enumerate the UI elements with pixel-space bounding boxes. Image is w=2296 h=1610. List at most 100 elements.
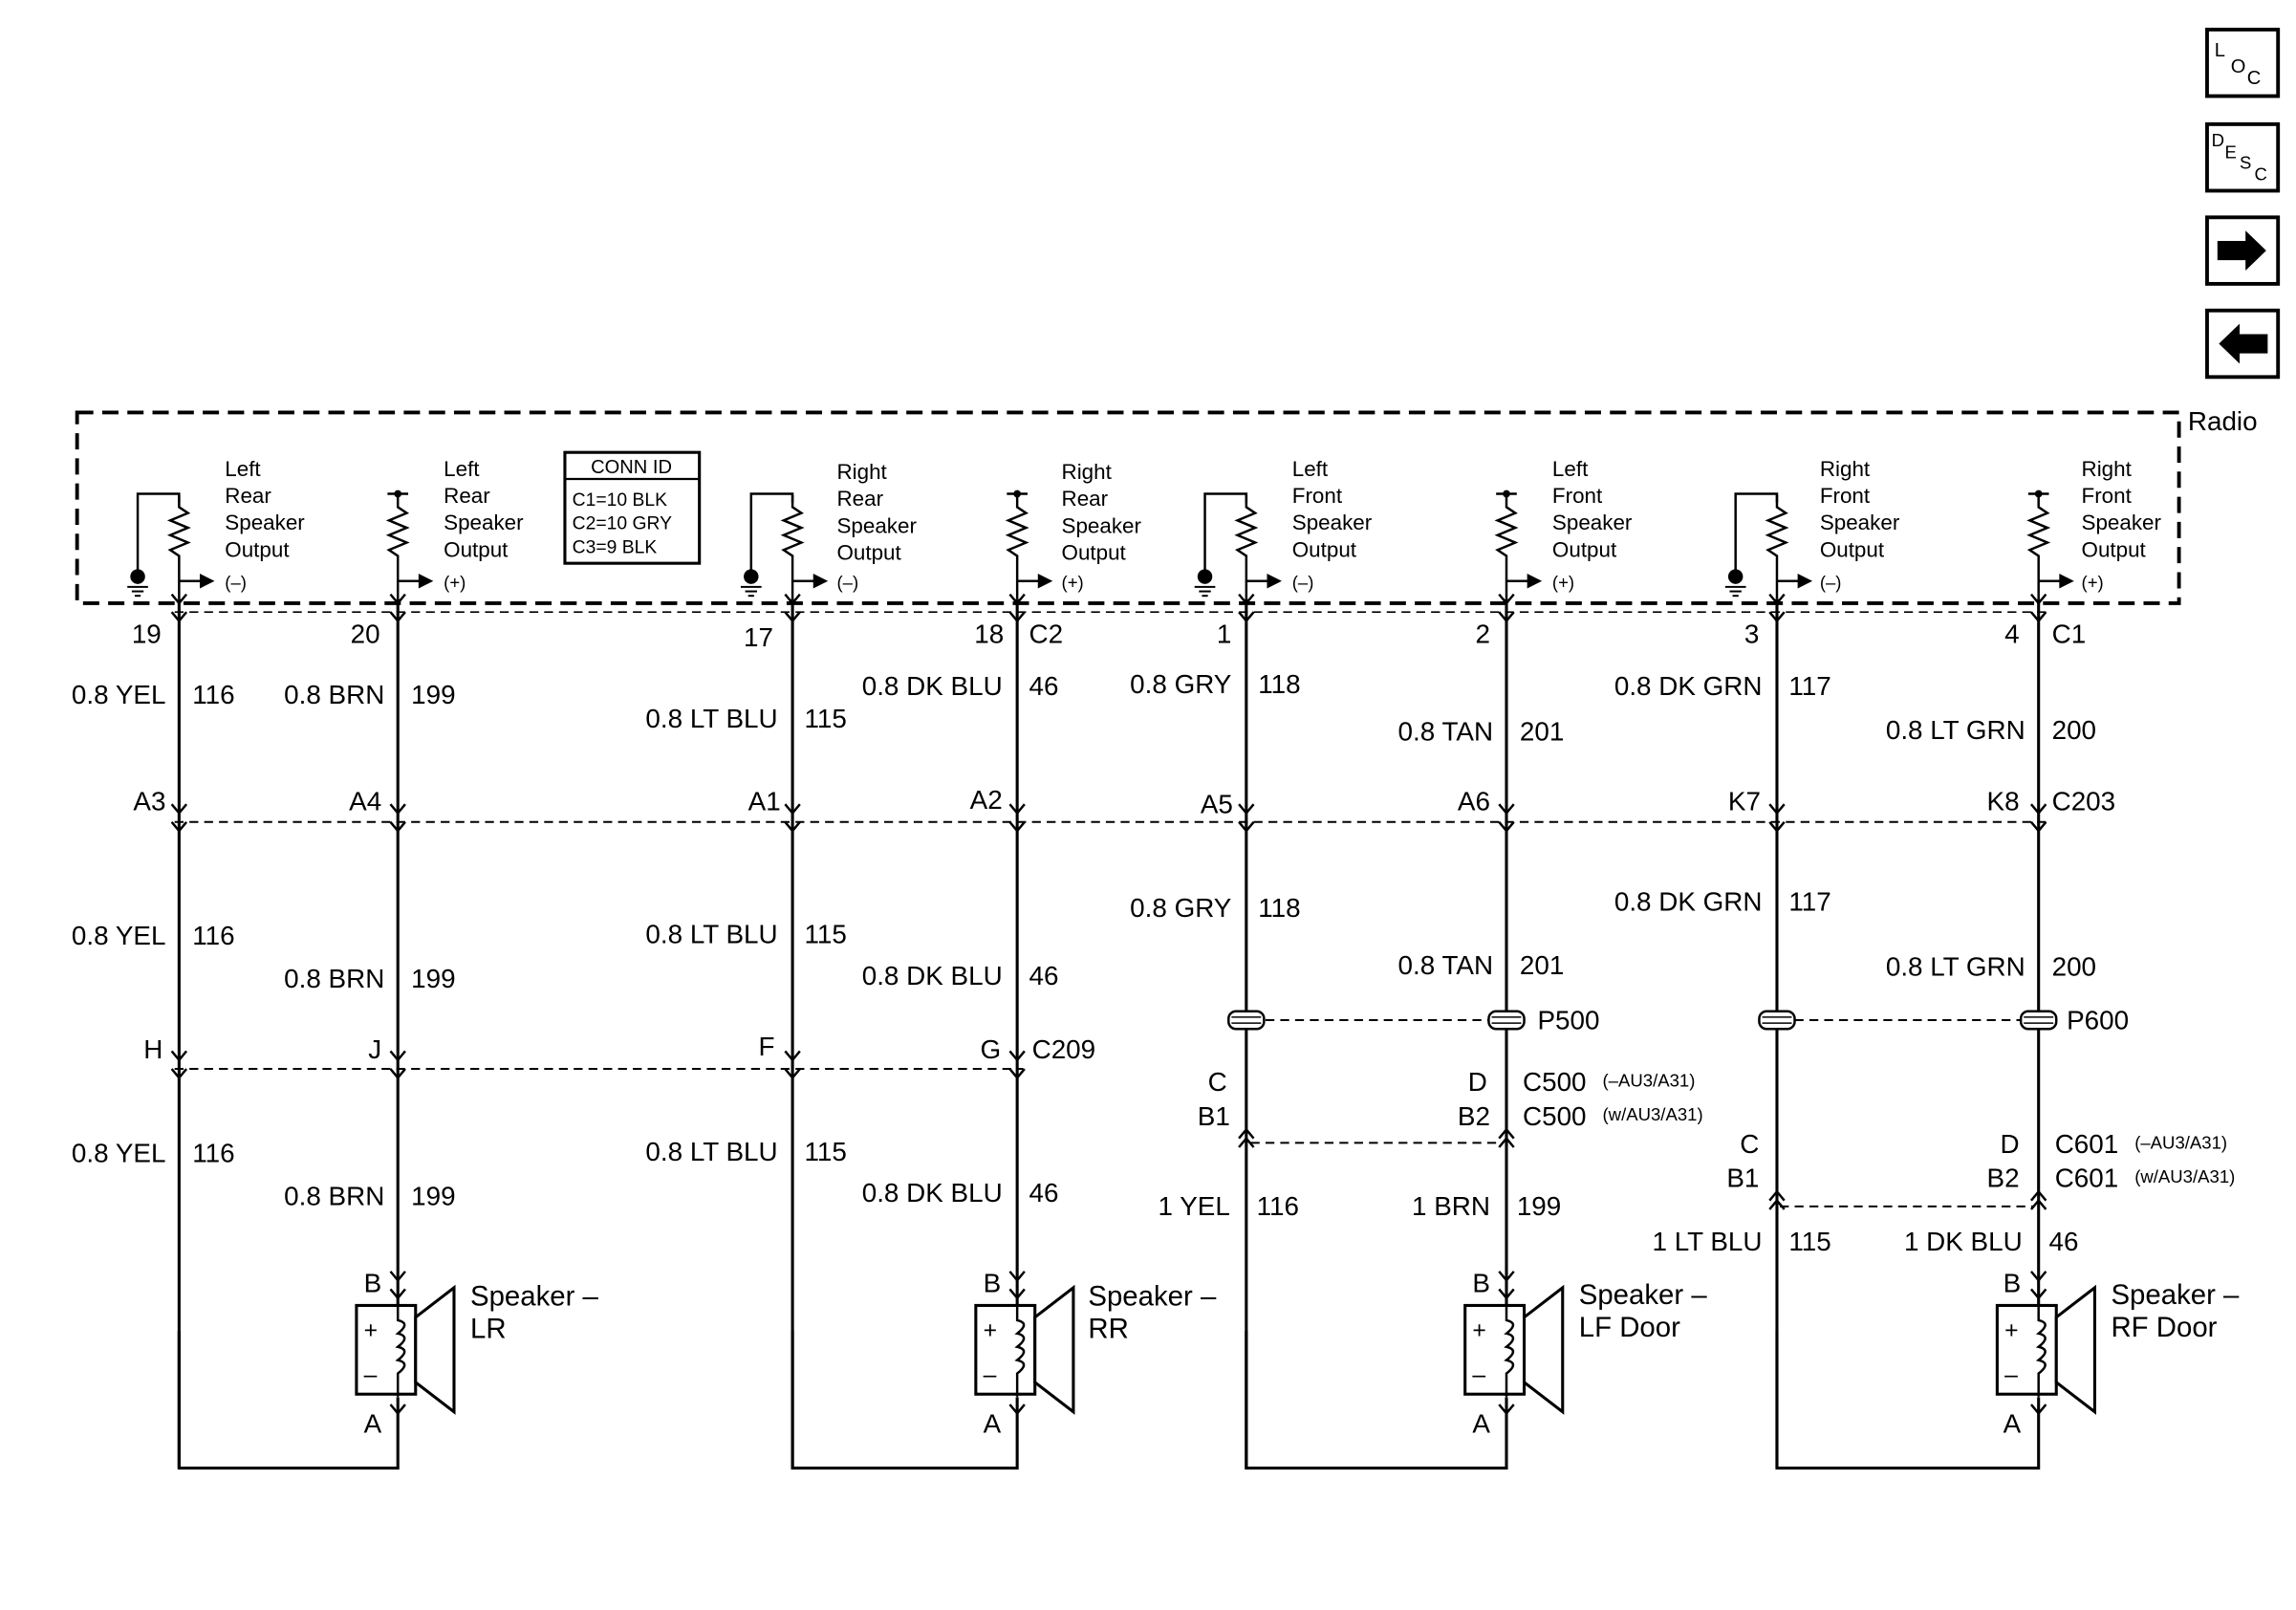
connector-pin-mark — [1008, 1271, 1026, 1283]
svg-text:C: C — [2247, 68, 2262, 89]
radio-pin: 17 — [744, 622, 773, 652]
output-label: Front — [1820, 484, 1871, 508]
wire-color: 0.8 DK BLU — [862, 961, 1003, 990]
output-label: (+) — [2082, 572, 2104, 592]
wire-circuit: 201 — [1520, 950, 1564, 980]
output-label: Rear — [444, 484, 490, 508]
speaker-icon: +– — [974, 1284, 1075, 1415]
speaker-coil — [1504, 1305, 1515, 1395]
conn-id-line: C2=10 GRY — [573, 514, 672, 534]
connector-pin-mark — [389, 1403, 406, 1416]
wire-circuit: 200 — [2052, 952, 2096, 982]
connector-pin-mark — [784, 820, 801, 833]
speaker-label: Speaker – — [1088, 1280, 1217, 1312]
speaker-cone — [2054, 1284, 2096, 1415]
c203-pin: A3 — [133, 786, 165, 816]
connector-pin-mark — [170, 593, 188, 605]
connector-pin-mark — [1008, 1403, 1026, 1416]
description-button[interactable]: D E S C — [2205, 121, 2281, 193]
wire-color: 0.8 TAN — [1398, 717, 1494, 747]
output-arrow-icon — [1797, 573, 1813, 589]
output-label: (+) — [444, 572, 466, 592]
radio-module-outline — [75, 410, 2181, 605]
c209-pin: G — [980, 1034, 1001, 1064]
speaker-return-wire — [177, 1330, 400, 1470]
radio-connector-c1: C1 — [2052, 620, 2087, 649]
speaker-label: Speaker – — [2111, 1279, 2240, 1311]
connector-pin-mark — [2030, 1288, 2047, 1300]
connector-pin-mark — [784, 803, 801, 816]
c203-label: C203 — [2052, 786, 2116, 816]
speaker-pin: B — [2004, 1269, 2022, 1298]
speaker-plus-terminal: + — [2004, 1317, 2018, 1343]
resistor-icon — [385, 495, 410, 599]
connector-pin-mark — [1768, 611, 1786, 623]
connector-pin-mark — [170, 820, 188, 833]
c209-label: C209 — [1032, 1034, 1096, 1064]
ground-wire — [136, 492, 181, 571]
c500-pin: B1 — [1198, 1101, 1230, 1131]
wire-color: 0.8 BRN — [284, 964, 384, 993]
output-label: Speaker — [1062, 513, 1142, 537]
c500-label: C500 — [1523, 1067, 1587, 1097]
c203-pin: A5 — [1201, 790, 1233, 819]
connector-pin-mark — [2030, 1403, 2047, 1416]
ground-wire — [1734, 492, 1779, 571]
speaker-plus-terminal: + — [364, 1317, 378, 1343]
connector-pin-mark — [784, 611, 801, 623]
output-label: Left — [1552, 457, 1589, 481]
output-arrow-icon — [812, 573, 829, 589]
wire-color: 0.8 GRY — [1130, 669, 1231, 699]
c601-pin: B1 — [1726, 1164, 1759, 1193]
connector-pin-mark — [1498, 1403, 1515, 1416]
resistor-icon — [166, 495, 191, 599]
output-label: Rear — [1062, 487, 1109, 511]
next-button[interactable] — [2205, 215, 2281, 286]
wire-color: 0.8 YEL — [72, 921, 166, 950]
location-button[interactable]: L O C — [2205, 27, 2281, 98]
conn-id-line: C3=9 BLK — [573, 537, 658, 557]
speaker-plus-terminal: + — [1472, 1317, 1485, 1343]
c209-pin: F — [759, 1032, 775, 1061]
speaker-pin: A — [1472, 1408, 1490, 1438]
p600-label: P600 — [2067, 1005, 2129, 1034]
speaker-pin: A — [2004, 1408, 2022, 1438]
c500-label-group: C500 (–AU3/A31) C500 (w/AU3/A31) — [1523, 1067, 1703, 1131]
connector-pin-mark — [2030, 803, 2047, 816]
speaker-cone — [414, 1284, 456, 1415]
connector-pin-mark — [1238, 803, 1255, 816]
connector-pin-mark — [1768, 1189, 1786, 1202]
wire-circuit: 118 — [1258, 893, 1300, 923]
output-label: Speaker — [2082, 511, 2162, 534]
arrow-right-icon — [2217, 230, 2266, 271]
wire-circuit: 117 — [1788, 887, 1830, 917]
conn-id-title: CONN ID — [591, 457, 672, 478]
previous-button[interactable] — [2205, 308, 2281, 380]
c203-pin: A1 — [748, 786, 781, 816]
output-label: Output — [444, 537, 509, 561]
wire-circuit: 116 — [1257, 1191, 1299, 1221]
arrow-left-icon — [2219, 323, 2268, 364]
wire-circuit: 46 — [2049, 1227, 2079, 1256]
wire-circuit: 116 — [192, 680, 234, 709]
output-arrow-icon — [1037, 573, 1053, 589]
output-label: Front — [2082, 484, 2133, 508]
pass-through-grommet-icon — [1227, 1010, 1266, 1031]
speaker-pin: B — [984, 1269, 1002, 1298]
radio-label: Radio — [2188, 406, 2258, 436]
connector-pin-mark — [2030, 820, 2047, 833]
connector-pin-mark — [1498, 1288, 1515, 1300]
output-arrow-icon — [1267, 573, 1282, 589]
output-label: Output — [1820, 537, 1885, 561]
wire-color: 1 BRN — [1412, 1191, 1490, 1221]
output-label: Output — [1292, 537, 1357, 561]
output-label: Speaker — [836, 513, 917, 537]
radio-pin: 20 — [351, 620, 380, 649]
speaker-pin: B — [364, 1269, 382, 1298]
svg-text:S: S — [2240, 152, 2251, 172]
svg-text:C: C — [2254, 164, 2266, 185]
